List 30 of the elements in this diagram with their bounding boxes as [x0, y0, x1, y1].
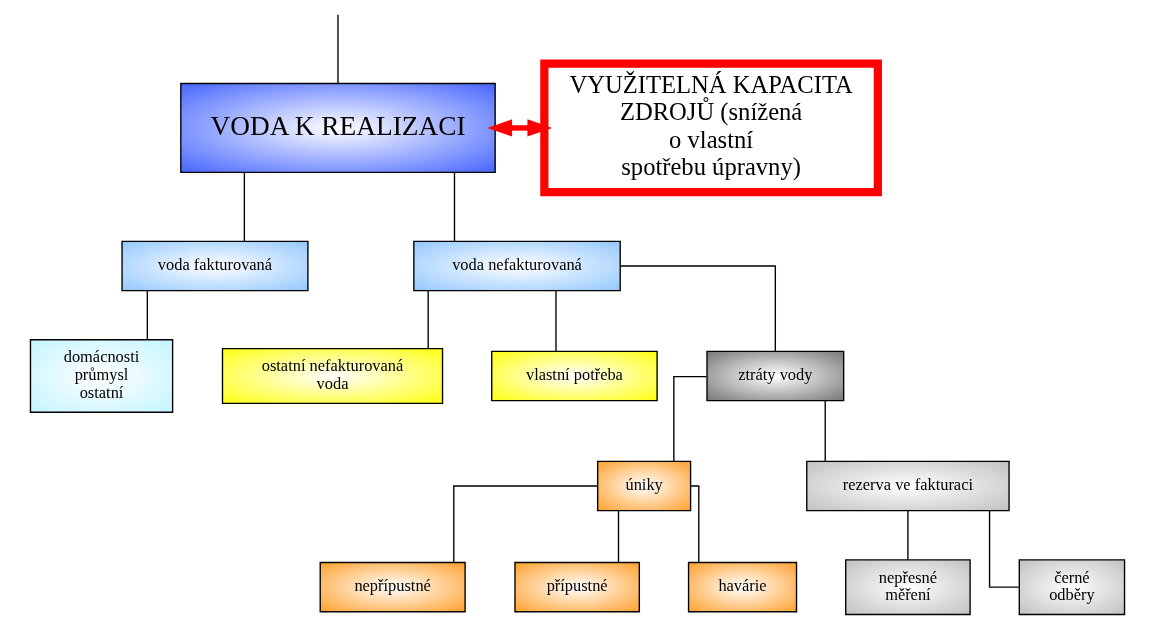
connector — [554, 290, 557, 352]
node-box: VODA K REALIZACI — [179, 82, 496, 174]
connector — [988, 510, 1019, 588]
node-box: vlastní potřeba — [490, 350, 658, 402]
node-box: černé odběry — [1018, 559, 1125, 616]
connector — [453, 171, 455, 242]
connector — [243, 171, 245, 242]
node-box: ztráty vody — [705, 350, 844, 402]
connector — [146, 290, 148, 341]
node-box: přípustné — [513, 561, 640, 613]
node-box: nepřípustné — [319, 561, 466, 613]
node-box: rezerva ve fakturaci — [805, 460, 1010, 512]
connector — [427, 290, 429, 350]
connector — [824, 400, 826, 462]
connector — [689, 485, 699, 563]
node-box: voda fakturovaná — [120, 240, 309, 292]
arrow — [486, 119, 552, 137]
node-box: domácnosti průmysl ostatní — [29, 339, 173, 413]
connector — [906, 510, 909, 561]
connector — [619, 265, 776, 352]
node-box: havárie — [687, 561, 797, 613]
connector — [452, 485, 598, 563]
connector — [336, 14, 339, 84]
node-box: úniky — [596, 460, 691, 512]
node-box: nepřesné měření — [844, 559, 971, 616]
node-box: ostatní nefakturovaná voda — [221, 347, 443, 404]
node-box: voda nefakturovaná — [412, 240, 621, 292]
connector — [617, 510, 619, 564]
connector — [672, 376, 707, 462]
node-box: VYUŽITELNÁ KAPACITA ZDROJŮ (snížená o vlastní spotřebu úpravny) — [539, 59, 882, 197]
